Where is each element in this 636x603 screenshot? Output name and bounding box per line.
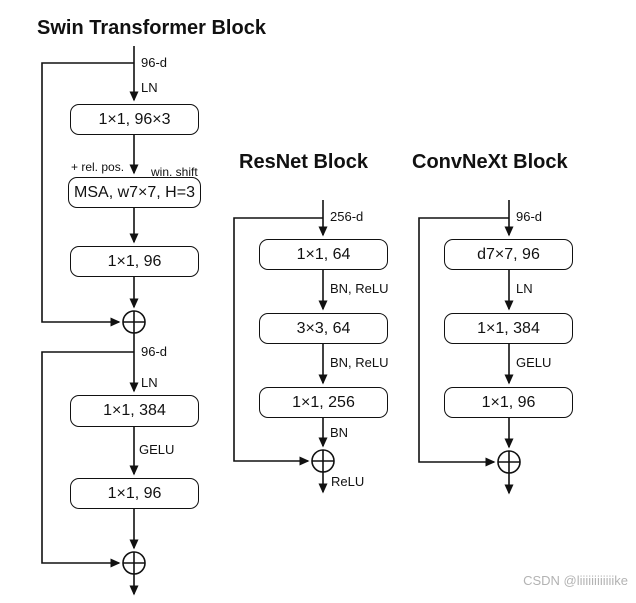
swin-block-title: Swin Transformer Block [37, 17, 266, 39]
convnext-dwconv-node: d7×7, 96 [444, 239, 573, 270]
convnext-conv3-node: 1×1, 96 [444, 387, 573, 418]
swin-add-icon-1 [122, 310, 146, 334]
resnet-add-icon [311, 449, 335, 473]
swin-conv3-node: 1×1, 384 [70, 395, 199, 427]
resnet-input-dim-label: 256-d [330, 209, 364, 224]
resnet-conv3-node: 1×1, 256 [259, 387, 388, 418]
resnet-bn-relu1-label: BN, ReLU [330, 281, 389, 296]
resnet-wires [233, 200, 328, 494]
convnext-conv2-node: 1×1, 384 [444, 313, 573, 344]
swin-conv1-node: 1×1, 96×3 [70, 104, 199, 135]
swin-wires [41, 46, 139, 596]
convnext-gelu-label: GELU [516, 355, 552, 370]
swin-mid-dim-label: 96-d [141, 344, 168, 359]
convnext-block-title: ConvNeXt Block [412, 151, 568, 173]
swin-conv2-node: 1×1, 96 [70, 246, 199, 277]
swin-gelu-label: GELU [139, 442, 175, 457]
watermark-text: CSDN @liiiiiiiiiiiike [523, 573, 628, 588]
resnet-block-title: ResNet Block [239, 151, 368, 173]
swin-input-dim-label: 96-d [141, 55, 168, 70]
swin-ln1-label: LN [141, 80, 158, 95]
resnet-conv1-node: 1×1, 64 [259, 239, 388, 270]
convnext-input-dim-label: 96-d [516, 209, 543, 224]
swin-add-icon-2 [122, 551, 146, 575]
convnext-ln-label: LN [516, 281, 533, 296]
swin-conv4-node: 1×1, 96 [70, 478, 199, 509]
resnet-bn-relu2-label: BN, ReLU [330, 355, 389, 370]
swin-rel-pos-label: + rel. pos. [71, 160, 125, 174]
resnet-bn-label: BN [330, 425, 349, 440]
convnext-add-icon [497, 450, 521, 474]
resnet-conv2-node: 3×3, 64 [259, 313, 388, 344]
swin-win-shift-label: win. shift [151, 165, 198, 179]
resnet-relu-out-label: ReLU [331, 474, 365, 489]
convnext-wires [418, 200, 514, 495]
swin-msa-node: MSA, w7×7, H=3 [68, 177, 201, 208]
swin-ln2-label: LN [141, 375, 158, 390]
